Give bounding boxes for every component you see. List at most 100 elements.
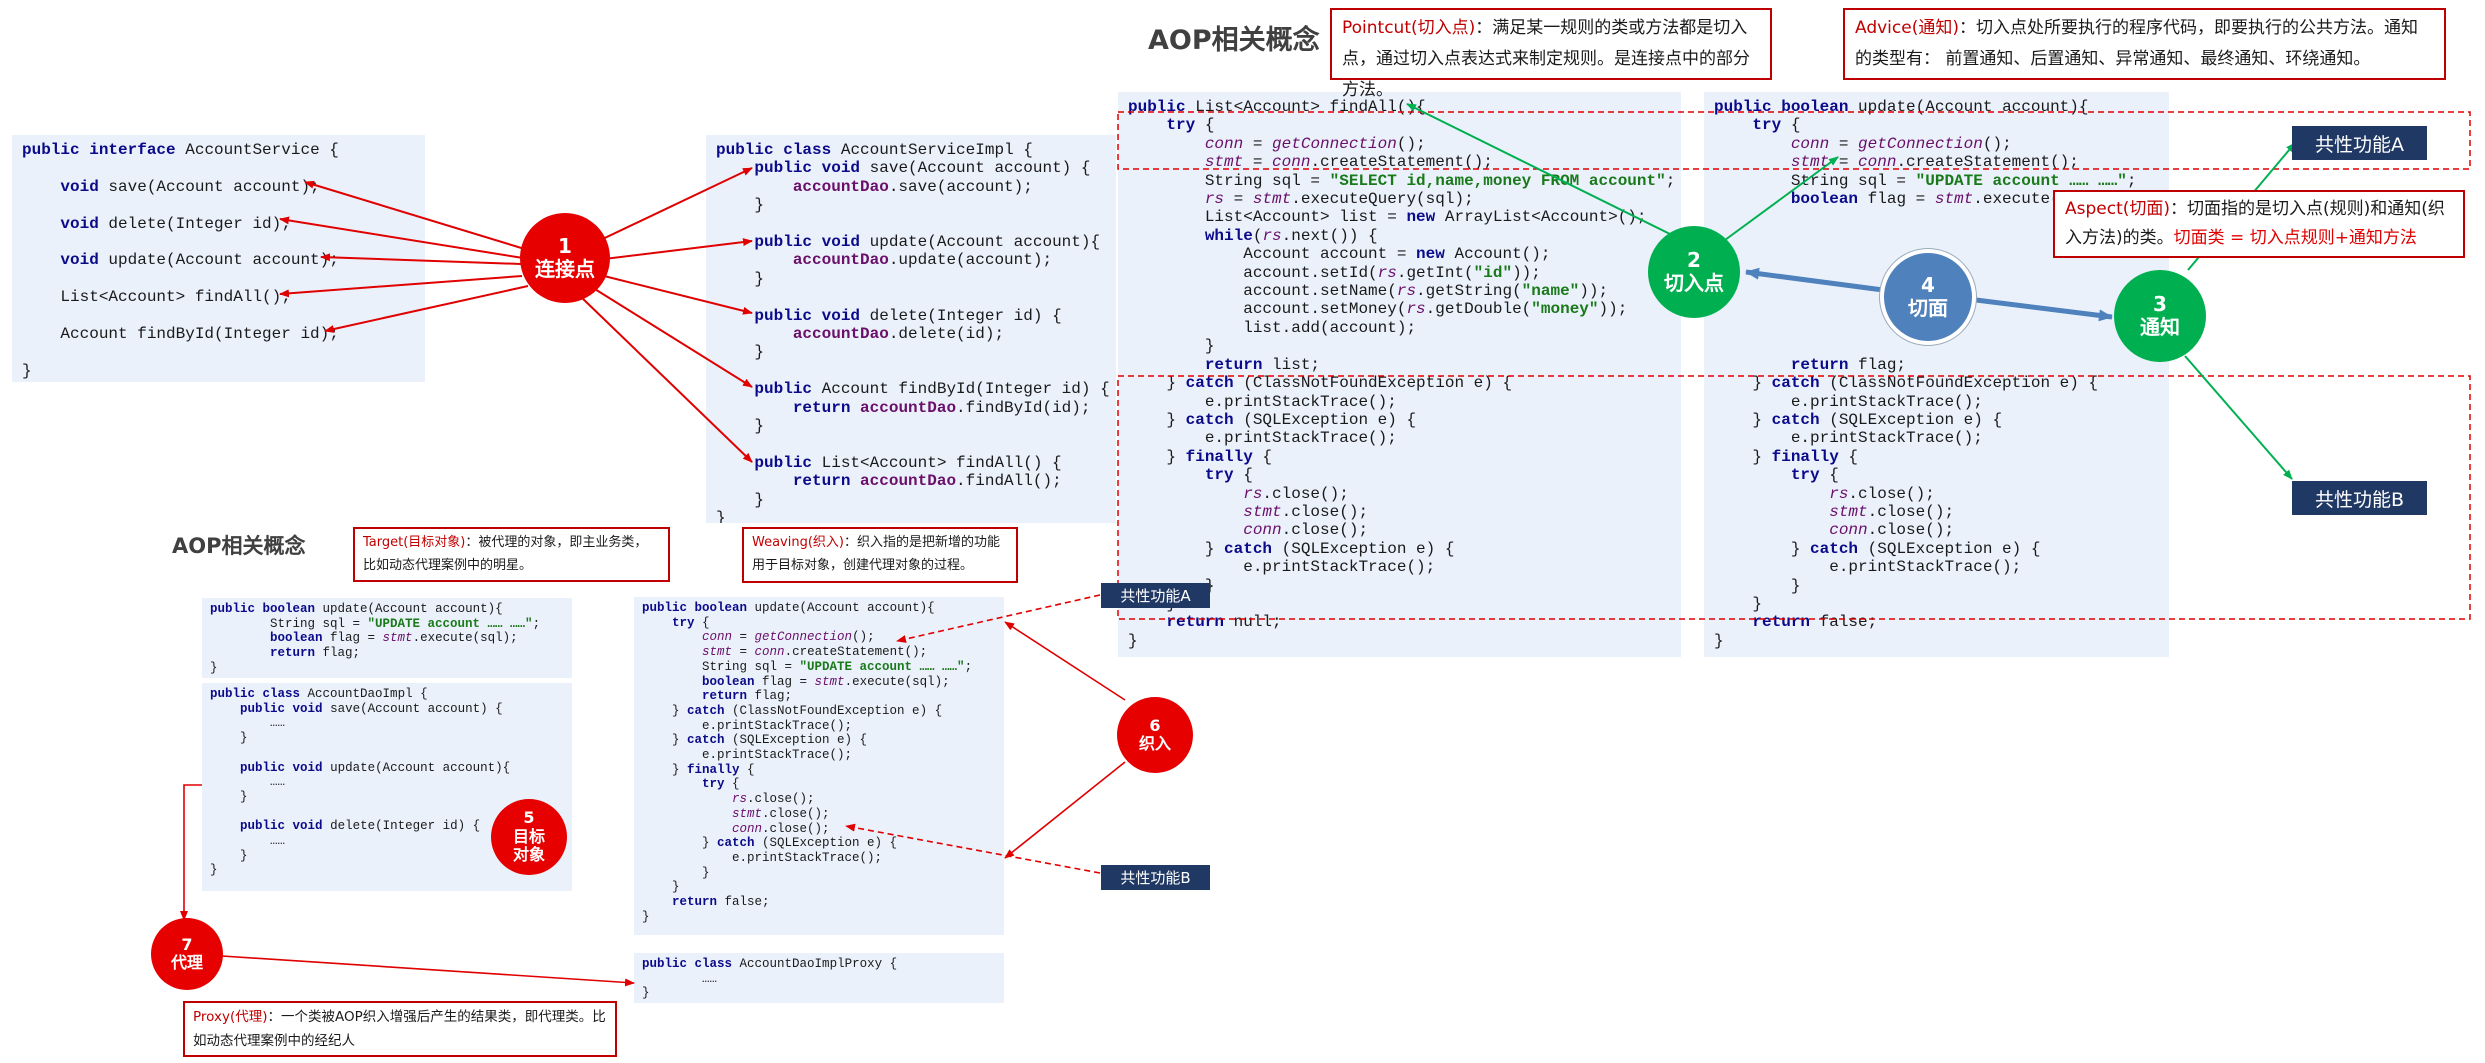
arrow-jp-9 (589, 285, 753, 388)
code-line: while(rs.next()) { (1204, 226, 1378, 245)
advice-num: 3 (2153, 292, 2167, 316)
code-line: } catch (SQLException e) { (642, 733, 868, 748)
code-line: void update(Account account); (60, 251, 339, 270)
code-line: boolean flag = stmt.execute(sql); (702, 674, 950, 689)
update-method-code: public boolean update(Account account){ … (1704, 92, 2169, 657)
advice-circle: 3 通知 (2114, 270, 2206, 362)
code-line: } (1714, 576, 1801, 595)
code-line: public boolean update(Account account){ (210, 602, 503, 616)
arrow-weave-b-dashed (845, 823, 1101, 874)
advice-key: Advice(通知) (1855, 18, 1959, 38)
code-line: } (716, 417, 765, 436)
arrow-jp-10 (579, 295, 753, 463)
proxy-label: 代理 (170, 953, 203, 972)
arrow-jp-6 (589, 167, 753, 246)
code-line: } (1128, 631, 1138, 650)
code-line: } (210, 863, 218, 878)
code-line: void save(Account account); (60, 177, 320, 196)
code-line: stmt = conn.createStatement(); (702, 645, 928, 660)
code-line: public void delete(Integer id) { (754, 306, 1062, 325)
weaving-note: Weaving(织入)：织入指的是把新增的功能用于目标对象，创建代理对象的过程。 (742, 527, 1018, 583)
code-line: e.printStackTrace(); (1714, 558, 2022, 577)
code-line: } (210, 789, 248, 804)
code-line: account.setMoney(rs.getDouble("money")); (1128, 300, 1628, 319)
arrow-jp-1 (304, 180, 529, 251)
findall-method-code: public List<Account> findAll(){ try { co… (1118, 92, 1681, 657)
arrow-jp-7 (595, 238, 753, 261)
target-circle: 5 目标 对象 (491, 799, 567, 875)
code-line: stmt.close(); (1829, 502, 1955, 521)
weaving-key: Weaving(织入) (752, 535, 844, 550)
code-line: rs.close(); (732, 792, 815, 807)
pointcut-label: 切入点 (1664, 271, 1724, 295)
proxy-key: Proxy(代理) (193, 1009, 268, 1025)
code-line: } (642, 880, 680, 895)
code-line: List<Account> list = new ArrayList<Accou… (1128, 208, 1647, 227)
proxy-text: ：一个类被AOP织入增强后产生的结果类，即代理类。比如动态代理案例中的经纪人 (193, 1009, 606, 1049)
code-line: } finally { (642, 762, 755, 777)
arrow-aspect-left (1745, 267, 1884, 293)
code-line: conn = getConnection(); (702, 630, 875, 645)
weaving-label: 织入 (1138, 734, 1171, 753)
advice-label: 通知 (2140, 315, 2180, 339)
code-line: } (1714, 631, 1724, 650)
code-line: public void delete(Integer id) { (240, 819, 481, 834)
code-line: } (642, 865, 710, 880)
code-line: public boolean update(Account account){ (642, 601, 935, 615)
target-note: Target(目标对象)：被代理的对象，即主业务类，比如动态代理案例中的明星。 (353, 527, 670, 582)
weave-update-code: public boolean update(Account account){ … (634, 597, 1004, 935)
code-line: } catch (SQLException e) { (1714, 539, 2041, 558)
code-line: try { (1752, 116, 1801, 135)
code-line: e.printStackTrace(); (642, 850, 883, 865)
advice-text: ：切入点处所要执行的程序代码，即要执行的公共方法。通知的类型有： 前置通知、后置… (1855, 18, 2418, 69)
code-line: e.printStackTrace(); (1714, 429, 1983, 448)
code-line: …… (210, 775, 286, 790)
target-label-1: 目标 (512, 826, 545, 846)
code-line: stmt.close(); (732, 806, 830, 821)
aspect-key: Aspect(切面) (2065, 199, 2171, 219)
arrow-weave-up (1004, 621, 1126, 701)
aspect-note: Aspect(切面)：切面指的是切入点(规则)和通知(织入方法)的类。切面类 =… (2053, 190, 2465, 258)
code-line: account.setId(rs.getInt("id")); (1128, 263, 1541, 282)
code-line: e.printStackTrace(); (642, 748, 853, 763)
arrow-jp-8 (595, 273, 753, 315)
code-line: …… (210, 716, 286, 731)
common-function-b-top: 共性功能B (2292, 481, 2427, 515)
code-line: public void save(Account account) { (240, 701, 503, 716)
dashed-region-bottom (1117, 375, 2471, 620)
code-line: accountDao.update(account); (792, 251, 1053, 270)
small-update-code: public boolean update(Account account){ … (202, 598, 572, 678)
code-line: return flag; (270, 646, 361, 661)
code-line: public interface AccountService { (22, 141, 339, 159)
code-line: } catch (ClassNotFoundException e) { (1128, 374, 1513, 393)
code-line: rs.close(); (1243, 484, 1349, 503)
target-label-2: 对象 (512, 845, 545, 865)
code-line: public void save(Account account) { (754, 159, 1091, 178)
arrow-pointcut-right (1724, 156, 1839, 241)
pointcut-num: 2 (1687, 248, 1701, 272)
code-line: Account account = new Account(); (1128, 245, 1551, 264)
pointcut-text: ：满足某一规则的类或方法都是切入点，通过切入点表达式来制定规则。是连接点中的部分… (1342, 18, 1750, 100)
code-line: return accountDao.findAll(); (792, 472, 1062, 491)
code-line: } catch (ClassNotFoundException e) { (1714, 374, 2099, 393)
code-line: } catch (SQLException e) { (1128, 539, 1455, 558)
code-line: public class AccountDaoImplProxy { (642, 957, 898, 971)
code-line: public List<Account> findAll() { (754, 453, 1062, 472)
code-line: } catch (SQLException e) { (1128, 410, 1417, 429)
code-line: } (716, 196, 765, 215)
code-line: conn.close(); (1829, 521, 1955, 540)
code-line: conn = getConnection(); (1204, 134, 1426, 153)
joinpoint-num: 1 (558, 234, 572, 258)
common-function-b-bottom: 共性功能B (1101, 865, 1210, 890)
common-function-a-bottom: 共性功能A (1101, 583, 1210, 608)
proxy-class-code: public class AccountDaoImplProxy { …… } (634, 953, 1004, 1003)
aspect-text: ：切面指的是切入点(规则)和通知(织入方法)的类。 (2065, 199, 2445, 248)
code-line: e.printStackTrace(); (1128, 558, 1436, 577)
code-line: } (210, 660, 218, 675)
code-line: rs = stmt.executeQuery(sql); (1204, 190, 1474, 209)
proxy-circle: 7 代理 (151, 918, 223, 990)
advice-note: Advice(通知)：切入点处所要执行的程序代码，即要执行的公共方法。通知的类型… (1843, 8, 2446, 80)
pointcut-key: Pointcut(切入点) (1342, 18, 1476, 38)
arrow-target-to-proxy (180, 784, 202, 921)
code-line: conn = getConnection(); (1790, 134, 2012, 153)
